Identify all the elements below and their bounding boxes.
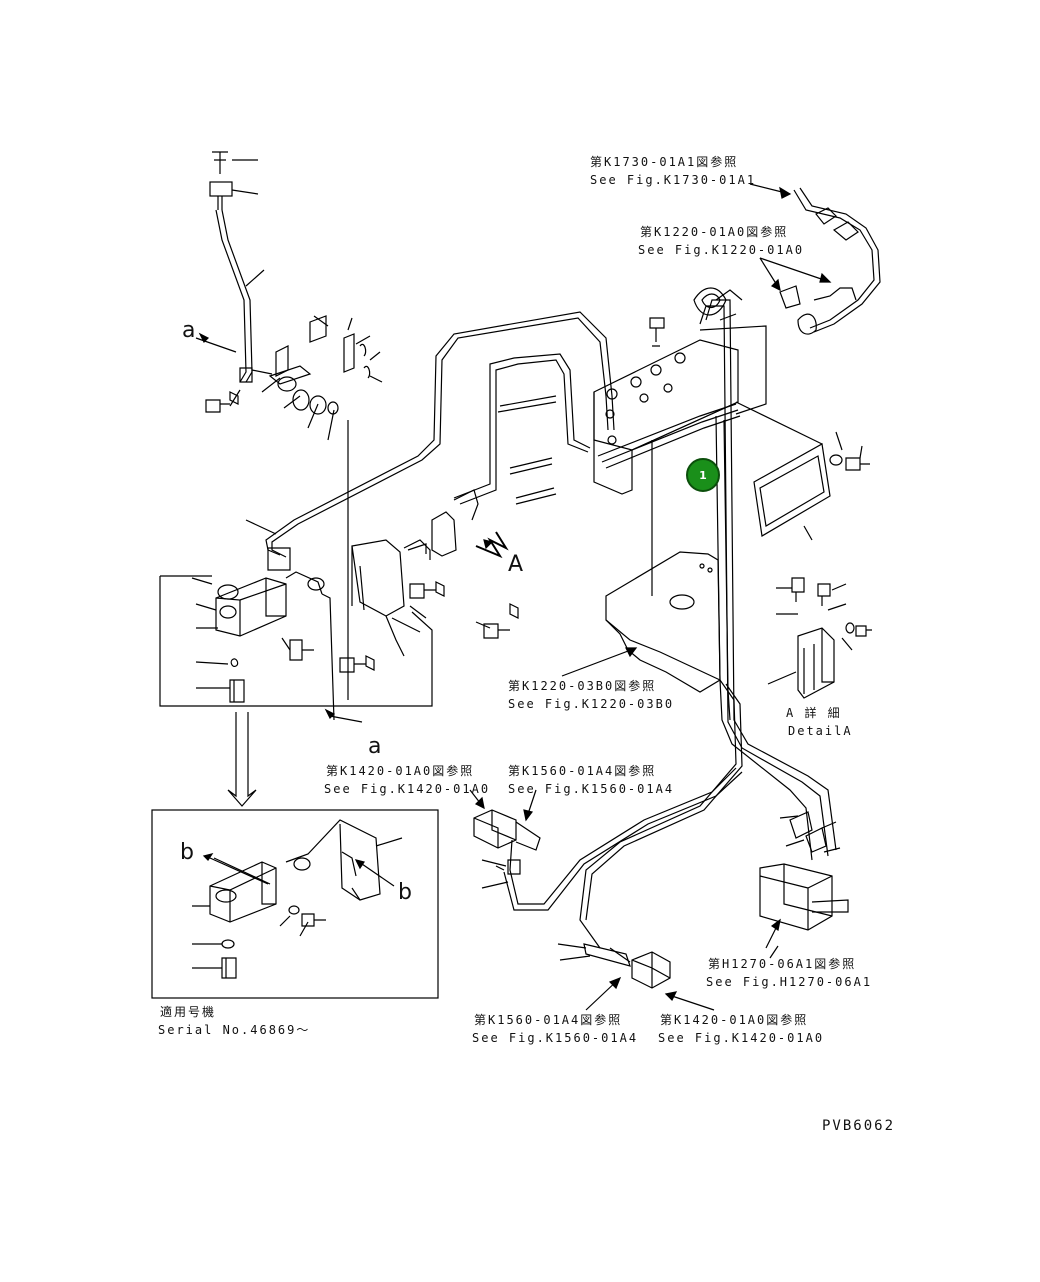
leader-a-lower bbox=[329, 715, 363, 723]
fittings-lower bbox=[473, 809, 671, 989]
ref-k1560b-en: See Fig.K1560-01A4 bbox=[472, 1031, 639, 1045]
transition-arrow bbox=[227, 712, 257, 807]
floor-plate bbox=[605, 551, 721, 693]
letter-A-view: A bbox=[508, 552, 524, 577]
ref-k1730-jp: 第K1730-01A1図参照 bbox=[590, 155, 739, 169]
ref-k1220b-en: See Fig.K1220-03B0 bbox=[508, 697, 675, 711]
callout-part-1[interactable]: 1 bbox=[686, 458, 720, 492]
console-assembly bbox=[759, 811, 849, 959]
ref-k1730-en: See Fig.K1730-01A1 bbox=[590, 173, 757, 187]
ref-k1560a-en: See Fig.K1560-01A4 bbox=[508, 782, 675, 796]
detail-a-en: DetailA bbox=[788, 724, 853, 738]
reference-arrows bbox=[469, 183, 832, 1011]
ref-k1420b-en: See Fig.K1420-01A0 bbox=[658, 1031, 825, 1045]
ref-h1270-jp: 第H1270-06A1図参照 bbox=[708, 957, 857, 971]
cover-plate bbox=[735, 401, 870, 541]
ref-k1420b-jp: 第K1420-01A0図参照 bbox=[660, 1013, 809, 1027]
drawing-code: PVB6062 bbox=[822, 1118, 896, 1134]
letter-a-upper: a bbox=[182, 318, 196, 343]
ref-k1420a-jp: 第K1420-01A0図参照 bbox=[326, 764, 475, 778]
detail-b-box bbox=[151, 809, 439, 999]
letter-b-right: b bbox=[398, 880, 412, 905]
letter-a-lower: a bbox=[368, 734, 382, 759]
ref-k1420a-en: See Fig.K1420-01A0 bbox=[324, 782, 491, 796]
ref-k1220a-en: See Fig.K1220-01A0 bbox=[638, 243, 805, 257]
detail-a-drawing bbox=[767, 577, 872, 699]
harness-connectors bbox=[719, 207, 859, 335]
letter-b-left: b bbox=[180, 840, 194, 865]
ref-k1560a-jp: 第K1560-01A4図参照 bbox=[508, 764, 657, 778]
serial-en: Serial No.46869～ bbox=[158, 1023, 311, 1037]
ref-k1220a-jp: 第K1220-01A0図参照 bbox=[640, 225, 789, 239]
ref-k1220b-jp: 第K1220-03B0図参照 bbox=[508, 679, 657, 693]
lever-assembly bbox=[195, 151, 383, 700]
ref-k1560b-jp: 第K1560-01A4図参照 bbox=[474, 1013, 623, 1027]
valve-block bbox=[593, 287, 767, 596]
serial-jp: 適用号機 bbox=[160, 1005, 217, 1019]
detail-a-jp: A 詳 細 bbox=[786, 706, 842, 720]
bracket-assembly bbox=[159, 489, 519, 721]
ref-h1270-en: See Fig.H1270-06A1 bbox=[706, 975, 873, 989]
pipe-lines bbox=[265, 187, 881, 949]
